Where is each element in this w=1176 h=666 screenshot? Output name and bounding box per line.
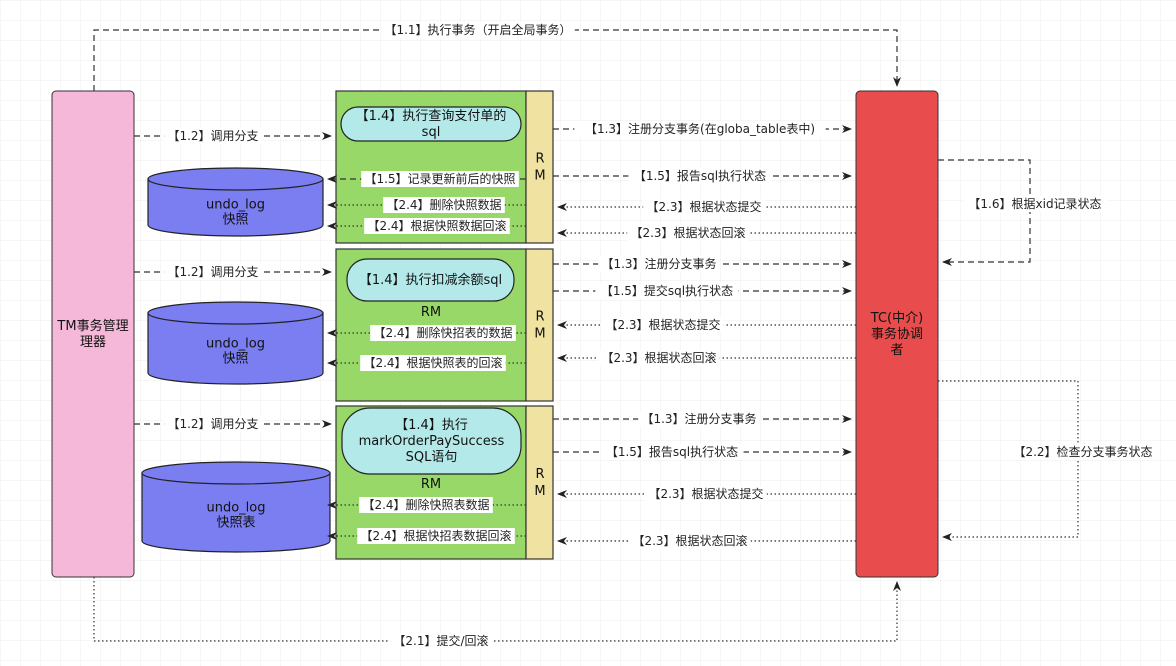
rollback-by-status-label-bg (629, 533, 751, 549)
register-branch-label: 【1.3】注册分支事务 (641, 411, 756, 426)
sql-step-label: 【1.4】执行扣减余额sql (359, 272, 502, 288)
call-branch-label-bg (164, 128, 262, 144)
register-branch-label-bg (638, 411, 760, 427)
report-status-label-bg (595, 283, 739, 299)
call-branch-label: 【1.2】调用分支 (167, 129, 258, 143)
delete-snapshot-label-bg (383, 197, 505, 213)
undo-log-label: undo_log (206, 501, 265, 516)
sql-step-label: sql (422, 125, 441, 140)
tc-transaction-coordinator (855, 90, 939, 578)
undo-log-database-top (141, 461, 331, 485)
rm-bar-label: R (535, 152, 544, 167)
register-branch-label: 【1.3】注册分支事务(在globa_table表中) (585, 121, 815, 136)
rollback-by-status-label: 【2.3】根据状态回滚 (601, 350, 716, 365)
register-branch-label: 【1.3】注册分支事务 (601, 256, 716, 271)
rm-bar-label: R (535, 310, 544, 325)
rm-bar-label: M (534, 169, 545, 184)
rm-label: RM (421, 477, 441, 492)
commit-rollback-arrow (93, 577, 901, 642)
commit-by-status-label: 【2.3】根据状态提交 (646, 199, 761, 214)
undo-log-database-top (147, 167, 324, 191)
commit-rollback-label-bg (388, 633, 494, 649)
tm-label: 理器 (80, 335, 106, 350)
rollback-snapshot-label: 【2.4】根据快照表的回滚 (363, 355, 502, 370)
execute-transaction-label: 【1.1】执行事务（开启全局事务） (384, 22, 571, 37)
tm-label: TM事务管理 (56, 318, 128, 334)
rollback-snapshot-label: 【2.4】根据快照数据回滚 (367, 218, 506, 233)
rollback-snapshot-label-bg (360, 355, 506, 371)
rm-bar (525, 405, 554, 560)
undo-log-label: undo_log (206, 198, 265, 213)
call-branch-label-bg (164, 416, 262, 432)
call-branch-label: 【1.2】调用分支 (167, 265, 258, 279)
commit-by-status-label: 【2.3】根据状态提交 (648, 486, 763, 501)
sql-step-label: 【1.4】执行 (395, 418, 468, 433)
rm-bar-label: M (534, 484, 545, 499)
undo-log-database-top (147, 301, 324, 325)
report-status-label-bg (600, 444, 744, 460)
register-branch-label-bg (598, 256, 720, 272)
undo-log-label: 快照 (222, 352, 248, 367)
rollback-snapshot-label-bg (364, 218, 510, 234)
tc-label: TC(中介) (870, 311, 923, 326)
undo-log-label: 快照表 (216, 516, 255, 531)
tm-transaction-manager (51, 90, 135, 578)
rm-bar-label: R (535, 467, 544, 482)
commit-by-status-label-bg (602, 317, 724, 333)
sql-step-node (340, 106, 522, 142)
execute-transaction-label-bg (381, 22, 575, 38)
commit-by-status-label-bg (645, 486, 767, 502)
sql-step-label: 【1.4】执行查询支付单的 (356, 108, 507, 124)
record-snapshot-label: 【1.5】记录更新前后的快照 (364, 171, 515, 186)
record-status-label-bg (963, 196, 1107, 212)
undo-log-label: 快照 (222, 213, 248, 228)
undo-log-label: undo_log (206, 337, 265, 352)
delete-snapshot-label-bg (359, 497, 493, 513)
register-branch-label-bg (574, 121, 826, 137)
record-snapshot-label-bg (361, 171, 519, 187)
rollback-by-status-label: 【2.3】根据状态回滚 (630, 225, 745, 240)
rm-bar (525, 248, 554, 402)
undo-log-database (147, 179, 324, 237)
delete-snapshot-label-bg (370, 325, 516, 341)
tc-label: 者 (890, 343, 903, 358)
rollback-by-status-label-bg (598, 350, 720, 366)
report-status-label-bg (628, 168, 772, 184)
report-status-label: 【1.5】提交sql执行状态 (601, 283, 733, 298)
check-branch-label-bg (1010, 444, 1156, 460)
sql-step-node (346, 258, 515, 302)
delete-snapshot-label: 【2.4】删除快照表数据 (362, 497, 489, 512)
rollback-by-status-label: 【2.3】根据状态回滚 (632, 533, 747, 548)
commit-by-status-label: 【2.3】根据状态提交 (605, 317, 720, 332)
check-branch-label: 【2.2】检查分支事务状态 (1013, 444, 1152, 459)
rollback-snapshot-label: 【2.4】根据快招表数据回滚 (360, 528, 511, 543)
commit-rollback-label: 【2.1】提交/回滚 (393, 633, 488, 648)
commit-by-status-label-bg (643, 199, 765, 215)
report-status-label: 【1.5】报告sql执行状态 (634, 168, 766, 183)
delete-snapshot-label: 【2.4】删除快照数据 (386, 197, 501, 212)
sql-step-label: SQL语句 (406, 450, 458, 465)
rm-bar (525, 90, 554, 244)
rollback-snapshot-label-bg (357, 528, 515, 544)
report-status-label: 【1.5】报告sql执行状态 (606, 444, 738, 459)
undo-log-database (147, 313, 324, 385)
sql-step-label: markOrderPaySuccess (359, 434, 505, 449)
rm-bar-label: M (534, 327, 545, 342)
sql-step-node (341, 407, 522, 475)
call-branch-label: 【1.2】调用分支 (167, 417, 258, 431)
tc-label: 事务协调 (871, 326, 923, 342)
record-status-label: 【1.6】根据xid记录状态 (968, 197, 1101, 211)
undo-log-database (141, 473, 331, 553)
delete-snapshot-label: 【2.4】删除快招表的数据 (373, 325, 512, 340)
rollback-by-status-label-bg (627, 225, 749, 241)
call-branch-label-bg (164, 264, 262, 280)
rm-label: RM (421, 305, 441, 320)
